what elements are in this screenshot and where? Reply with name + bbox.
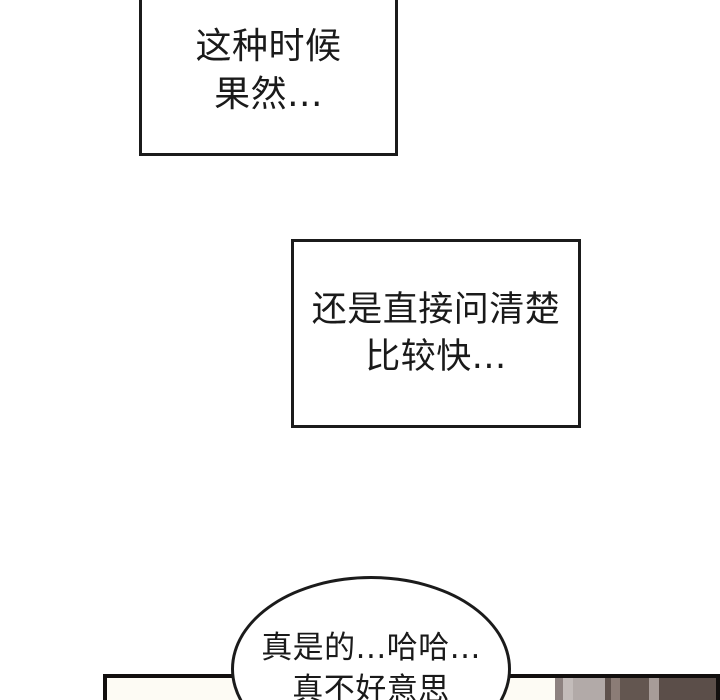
caption-line: 真不好意思 xyxy=(292,672,450,700)
caption-line: 果然... xyxy=(214,74,323,115)
furniture-bar xyxy=(611,678,620,700)
furniture-bar xyxy=(605,678,611,700)
furniture-bar xyxy=(563,678,573,700)
furniture-bar xyxy=(620,678,649,700)
caption-line: 真是的...哈哈... xyxy=(261,630,481,666)
caption-line: 这种时候 xyxy=(195,26,342,68)
caption-line: 还是直接问清楚 xyxy=(311,290,561,331)
furniture-bar xyxy=(555,678,563,700)
furniture-outline-left xyxy=(103,674,107,700)
furniture-bar xyxy=(573,678,605,700)
furniture-bar xyxy=(659,678,716,700)
thought-caption-top: 这种时候 果然... xyxy=(139,0,398,156)
furniture-bar xyxy=(649,678,659,700)
thought-caption-middle: 还是直接问清楚 比较快... xyxy=(291,239,581,428)
caption-line: 比较快... xyxy=(365,336,507,377)
furniture-outline-right xyxy=(716,674,720,700)
dialogue-bubble-bottom: 真是的...哈哈... 真不好意思 xyxy=(231,576,511,700)
